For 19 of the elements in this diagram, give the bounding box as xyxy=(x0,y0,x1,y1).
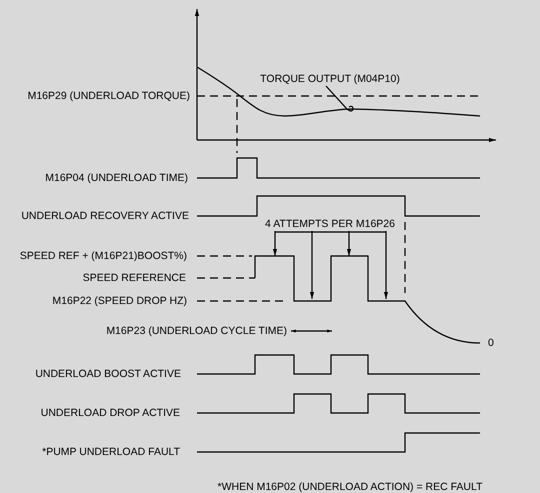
signal-label: SPEED REFERENCE xyxy=(82,272,186,284)
arrow xyxy=(310,231,314,299)
signal-label: M16P04 (UNDERLOAD TIME) xyxy=(45,172,188,184)
signal-label: M16P22 (SPEED DROP HZ) xyxy=(52,295,187,307)
signal-label: UNDERLOAD RECOVERY ACTIVE xyxy=(21,210,189,222)
signal-label: *PUMP UNDERLOAD FAULT xyxy=(42,446,180,458)
torque-curve xyxy=(196,66,480,117)
signal-label: M16P23 (UNDERLOAD CYCLE TIME) xyxy=(106,325,287,337)
leader-line xyxy=(326,86,354,112)
arrow xyxy=(384,231,388,299)
signal-label: UNDERLOAD DROP ACTIVE xyxy=(40,407,180,419)
annotation-label: 4 ATTEMPTS PER M16P26 xyxy=(265,218,395,230)
zero-label: 0 xyxy=(488,337,494,349)
arrow xyxy=(272,231,278,256)
footnote: *WHEN M16P02 (UNDERLOAD ACTION) = REC FAULT xyxy=(218,481,482,493)
signal-label: SPEED REF + (M16P21)BOOST%) xyxy=(20,250,187,262)
speed-waveform xyxy=(254,255,480,344)
signal-label: UNDERLOAD BOOST ACTIVE xyxy=(35,368,181,380)
arrow xyxy=(346,231,352,256)
